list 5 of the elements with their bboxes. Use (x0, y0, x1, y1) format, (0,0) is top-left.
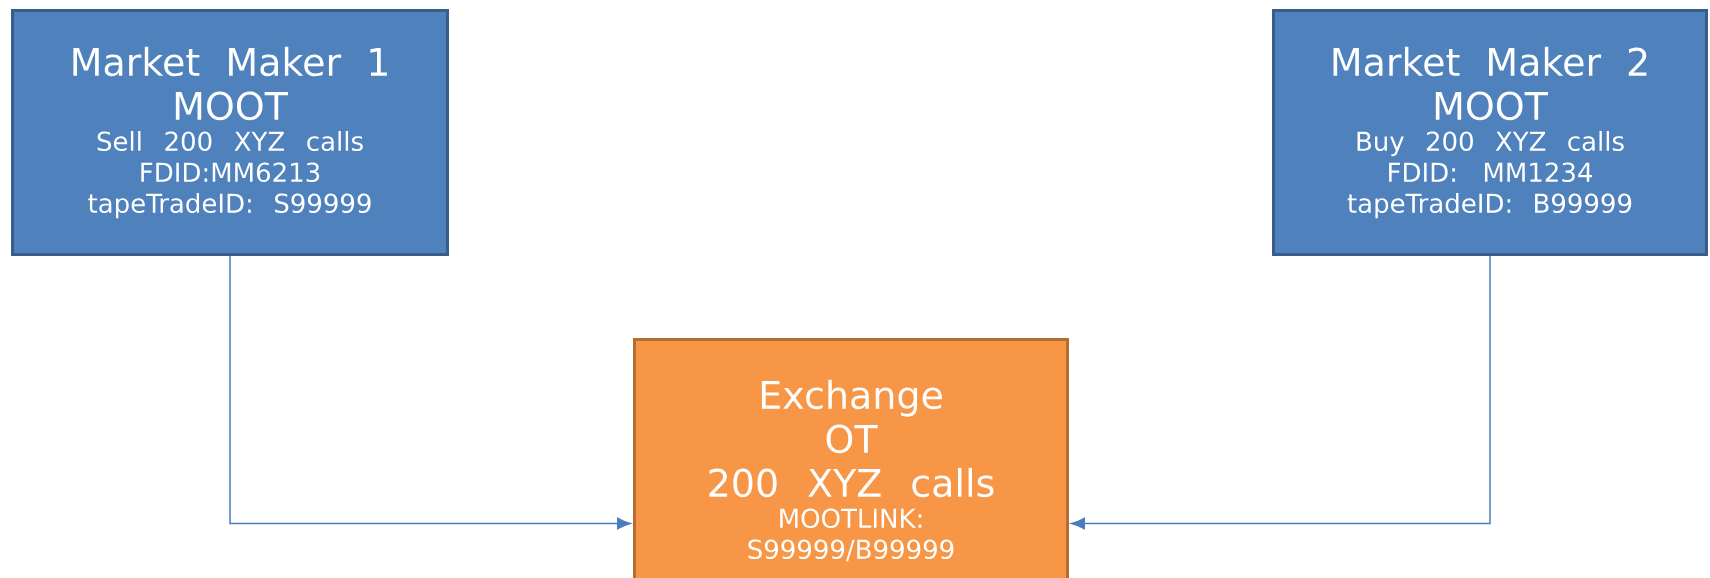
arrow (229, 255, 631, 530)
process-box: Market Maker 1 MOOT Sell 200 XYZ calls FDID:MM6213 tapeTradeID: S99999 (11, 9, 449, 256)
process-box: Exchange OT 200 XYZ calls MOOTLINK: S99999/B99999 (633, 338, 1069, 578)
process-box: Market Maker 2 MOOT Buy 200 XYZ calls FDID: MM1234 tapeTradeID: B99999 (1272, 9, 1708, 256)
arrow (1071, 255, 1491, 530)
